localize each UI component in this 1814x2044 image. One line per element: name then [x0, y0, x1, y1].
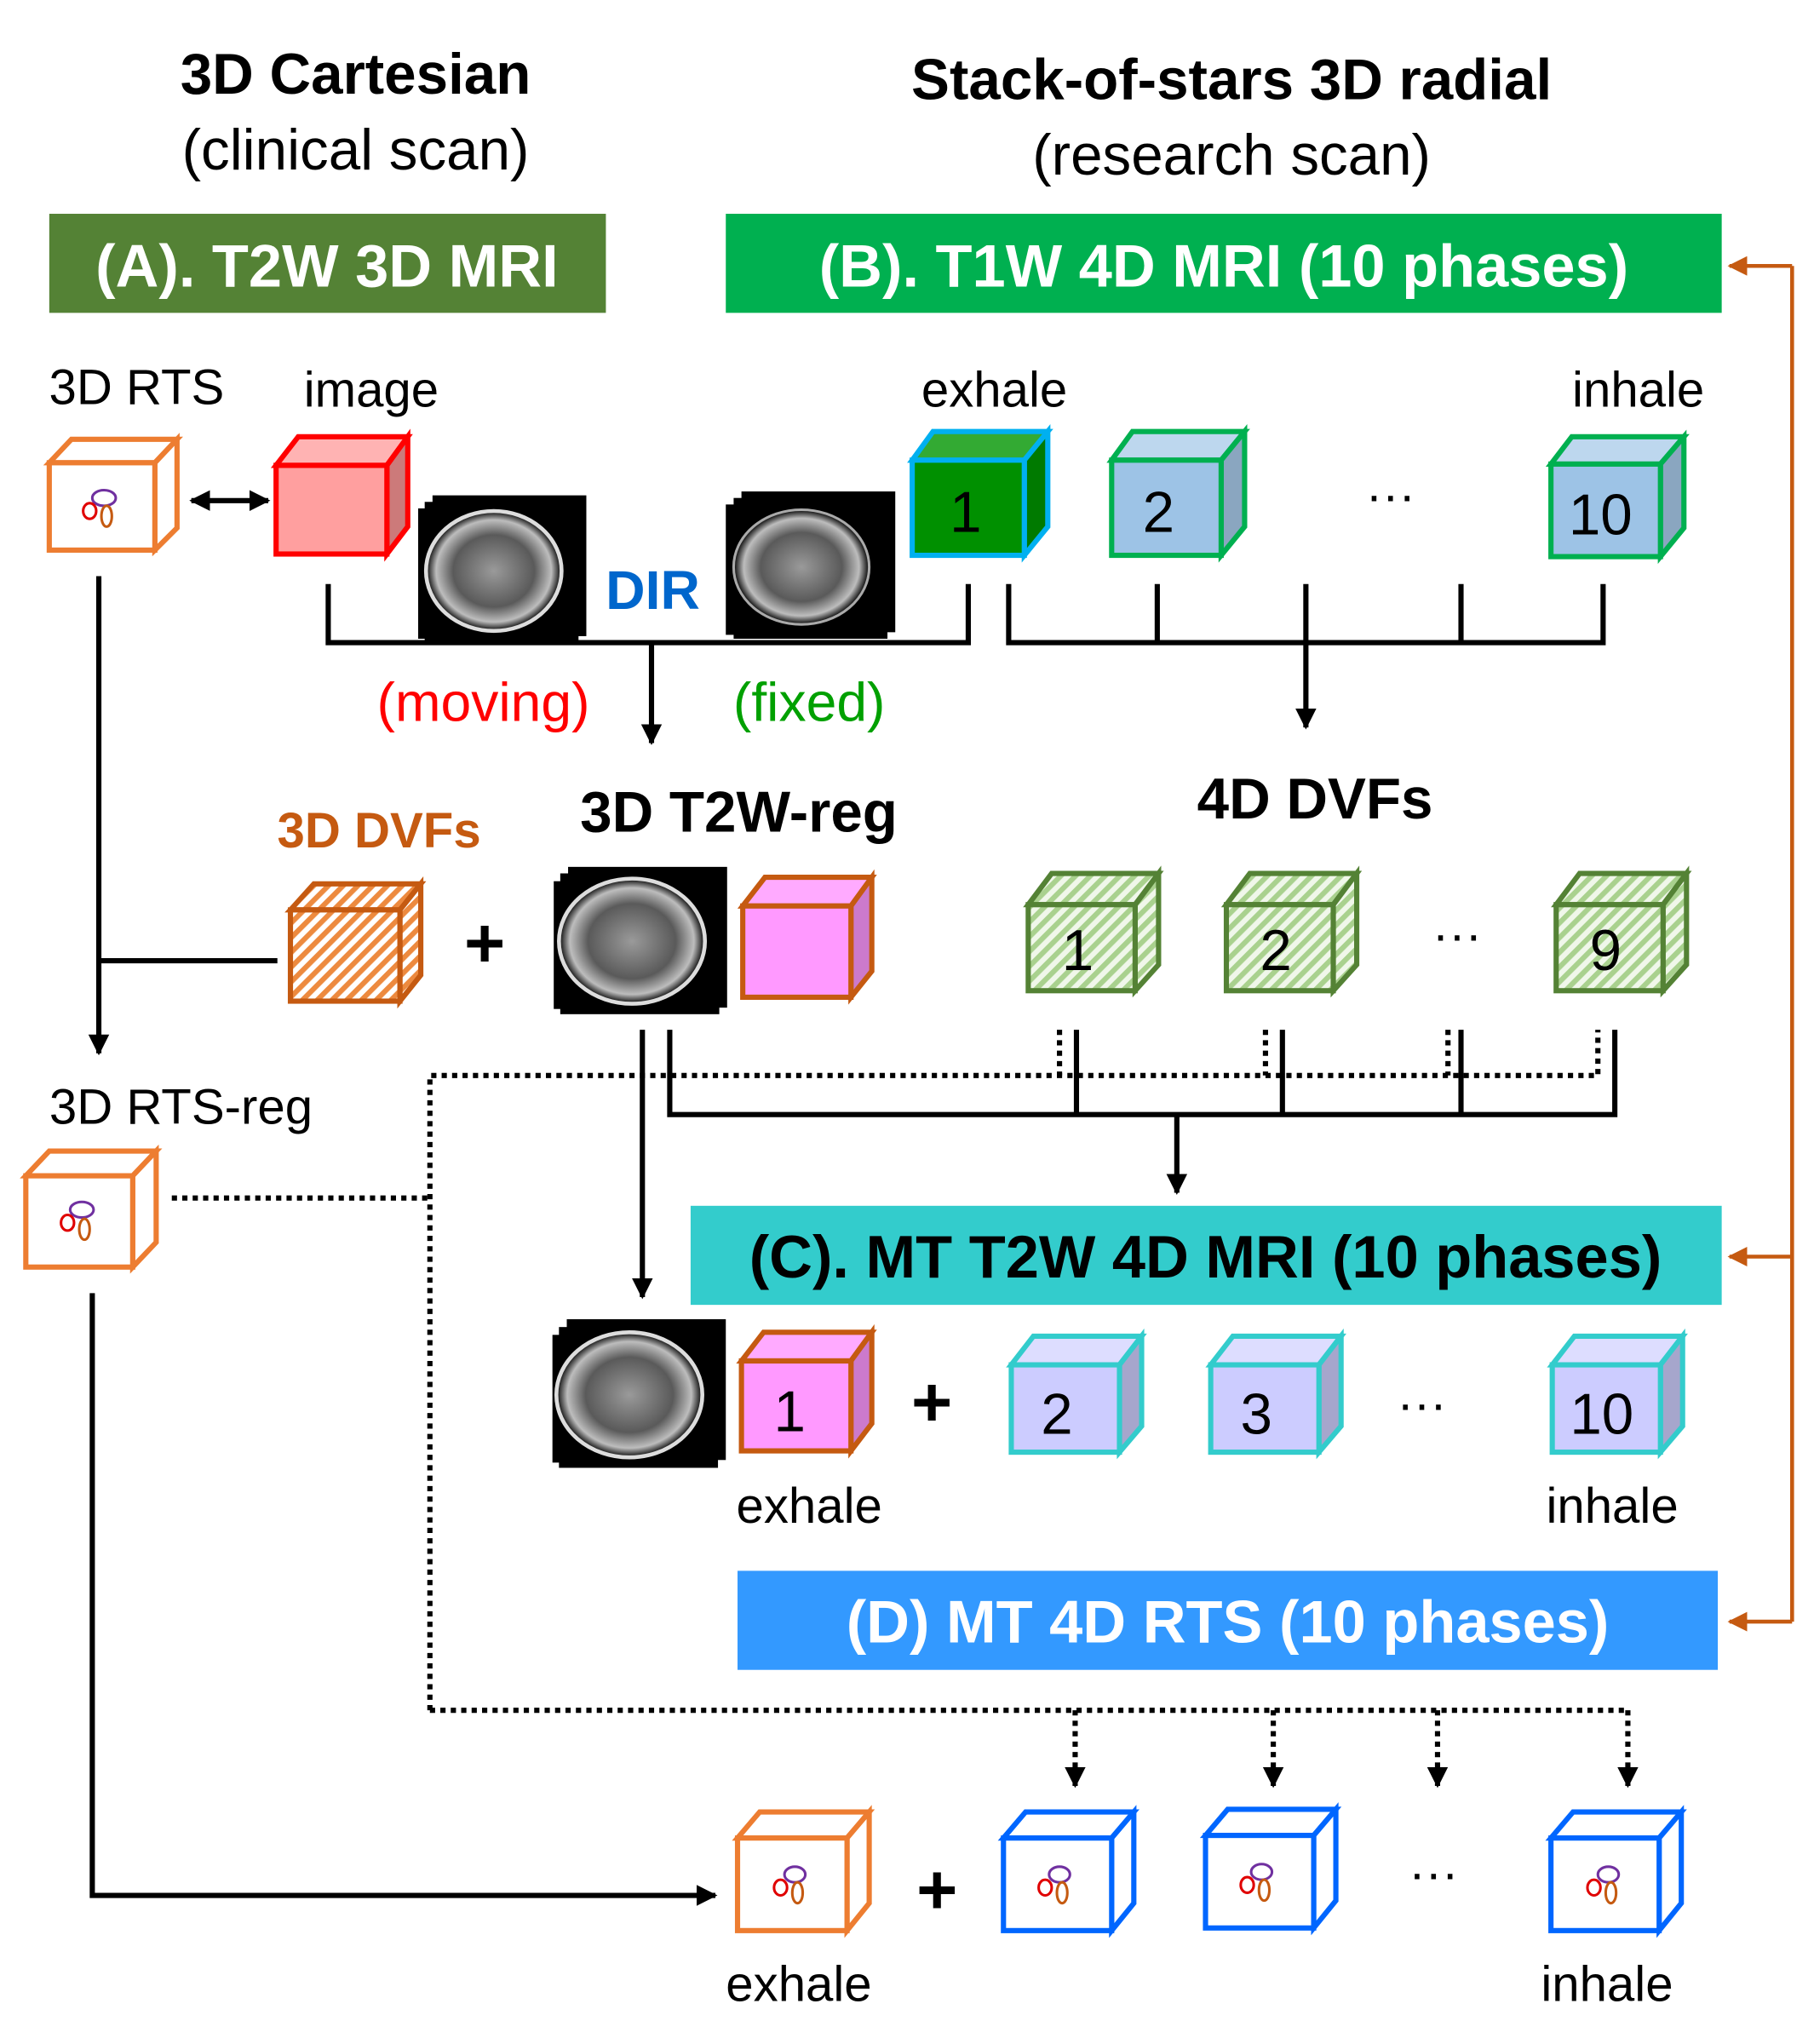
band-a-background: [49, 214, 606, 313]
ellipsis: ···: [1409, 1846, 1458, 1901]
phase-number: 1: [950, 480, 981, 544]
ellipsis: ···: [1432, 907, 1482, 962]
c-inhale-label: inhale: [1546, 1478, 1678, 1534]
left-column-subtitle: (clinical scan): [182, 118, 530, 182]
fixed-mri-image: [726, 491, 896, 639]
phase-number: 3: [1240, 1383, 1272, 1447]
b-exhale-label: exhale: [921, 363, 1067, 418]
t2w-reg-cube: [737, 869, 877, 1005]
t1w-phase-cube-2: 2: [1106, 424, 1250, 563]
dvf-3d-cube: [284, 876, 427, 1009]
image-cube: [270, 428, 413, 562]
rts-inhale-cube: [1545, 1805, 1687, 1938]
image-label: image: [304, 363, 439, 418]
phase-number: 2: [1041, 1383, 1072, 1447]
d-exhale-label: exhale: [726, 1956, 871, 2012]
mt-t2w-cube-1: 1: [736, 1323, 877, 1459]
right-column-subtitle: (research scan): [1032, 123, 1431, 187]
phase-number: 1: [774, 1381, 806, 1444]
band-a: (A). T2W 3D MRI: [49, 214, 606, 313]
moving-label: (moving): [377, 671, 590, 732]
rts-exhale-cube: [732, 1805, 875, 1938]
left-column-title: 3D Cartesian: [181, 43, 531, 106]
phase-number: 9: [1590, 919, 1622, 983]
mt-t2w-cube-2: 2: [1006, 1328, 1147, 1460]
c-exhale-label: exhale: [737, 1478, 882, 1534]
dvf-combine-bracket: [667, 1030, 1618, 1117]
dvfs-4d-label: 4D DVFs: [1197, 767, 1433, 831]
band-d: (D) MT 4D RTS (10 phases): [738, 1570, 1719, 1670]
dvf-4d-cube-9: 9: [1551, 865, 1692, 998]
phase-number: 10: [1570, 1383, 1633, 1447]
moving-mri-image: [418, 495, 587, 643]
t1w-phase-cube-1: 1: [907, 424, 1053, 563]
contour-icon: [1037, 1865, 1071, 1905]
mt-t2w-mri-image: [552, 1318, 726, 1468]
band-d-label: (D) MT 4D RTS (10 phases): [847, 1588, 1610, 1656]
phase-number: 2: [1143, 480, 1174, 544]
phase-number: 2: [1260, 919, 1291, 983]
plus-sign: +: [916, 1850, 957, 1929]
t2w-reg-label: 3D T2W-reg: [580, 781, 898, 845]
dvf-4d-cube-1: 1: [1023, 865, 1164, 998]
mt-t2w-cube-10: 10: [1547, 1328, 1688, 1460]
contour-icon: [1239, 1863, 1274, 1903]
fixed-label: (fixed): [733, 671, 886, 732]
d-inhale-label: inhale: [1541, 1956, 1673, 2012]
plus-sign: +: [911, 1362, 952, 1441]
ellipsis: ···: [1398, 1376, 1447, 1432]
plus-sign: +: [464, 904, 505, 983]
band-d-background: [738, 1570, 1719, 1670]
band-b-background: [726, 214, 1722, 313]
band-b: (B). T1W 4D MRI (10 phases): [726, 214, 1722, 313]
rts-3d-cube: [43, 433, 183, 557]
band-c: (C). MT T2W 4D MRI (10 phases): [690, 1205, 1722, 1306]
dir-label: DIR: [606, 560, 700, 621]
right-column-title: Stack-of-stars 3D radial: [911, 48, 1552, 112]
dvfs-3d-label: 3D DVFs: [278, 803, 481, 858]
b-inhale-label: inhale: [1572, 363, 1704, 418]
band-a-label: (A). T2W 3D MRI: [95, 233, 559, 300]
rts-reg-label: 3D RTS-reg: [49, 1079, 313, 1134]
mt-t2w-cube-3: 3: [1205, 1328, 1346, 1460]
dvf-4d-cube-2: 2: [1220, 865, 1363, 998]
ellipsis: ···: [1366, 468, 1415, 524]
contour-icon: [772, 1865, 807, 1905]
contour-icon: [60, 1200, 95, 1242]
rts-phase-cube: [997, 1805, 1139, 1938]
dir-bracket: [325, 583, 971, 646]
t1w-phase-cube-10: 10: [1545, 429, 1690, 565]
contour-icon: [82, 488, 118, 528]
rts-reg-cube: [20, 1144, 163, 1274]
band-c-label: (C). MT T2W 4D MRI (10 phases): [749, 1223, 1662, 1290]
rts-phase-cube: [1199, 1802, 1342, 1936]
phase-number: 1: [1062, 919, 1094, 983]
dotted-dvf-path: [427, 1030, 1601, 1711]
band-c-background: [690, 1205, 1722, 1306]
band-b-label: (B). T1W 4D MRI (10 phases): [819, 233, 1628, 300]
rts-reg-to-exhale-arrow: [89, 1293, 718, 1906]
rts-3d-label: 3D RTS: [49, 359, 225, 415]
t2w-reg-mri-image: [554, 866, 727, 1014]
contour-icon: [1586, 1865, 1621, 1905]
phase-number: 10: [1569, 484, 1633, 548]
